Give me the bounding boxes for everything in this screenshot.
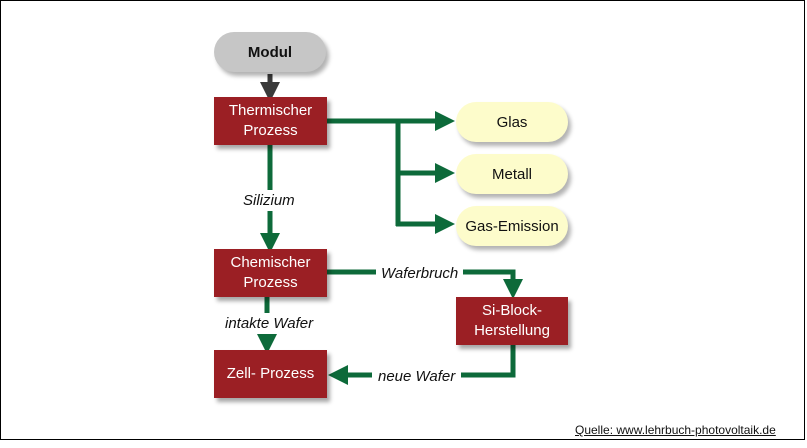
label-intakte-wafer: intakte Wafer xyxy=(222,313,317,334)
node-chemical-process: Chemischer Prozess xyxy=(214,249,327,297)
label-waferbruch: Waferbruch xyxy=(376,263,464,284)
label-silizium: Silizium xyxy=(240,190,298,211)
node-metall: Metall xyxy=(456,154,568,194)
node-thermal-process: Thermischer Prozess xyxy=(214,97,327,145)
node-cell-process: Zell- Prozess xyxy=(214,350,327,398)
node-gas-emission: Gas-Emission xyxy=(456,206,568,246)
source-citation: Quelle: www.lehrbuch-photovoltaik.de xyxy=(575,423,776,437)
node-glas: Glas xyxy=(456,102,568,142)
node-si-block: Si-Block-Herstellung xyxy=(456,297,568,345)
label-neue-wafer: neue Wafer xyxy=(372,366,462,387)
node-modul: Modul xyxy=(214,32,326,72)
